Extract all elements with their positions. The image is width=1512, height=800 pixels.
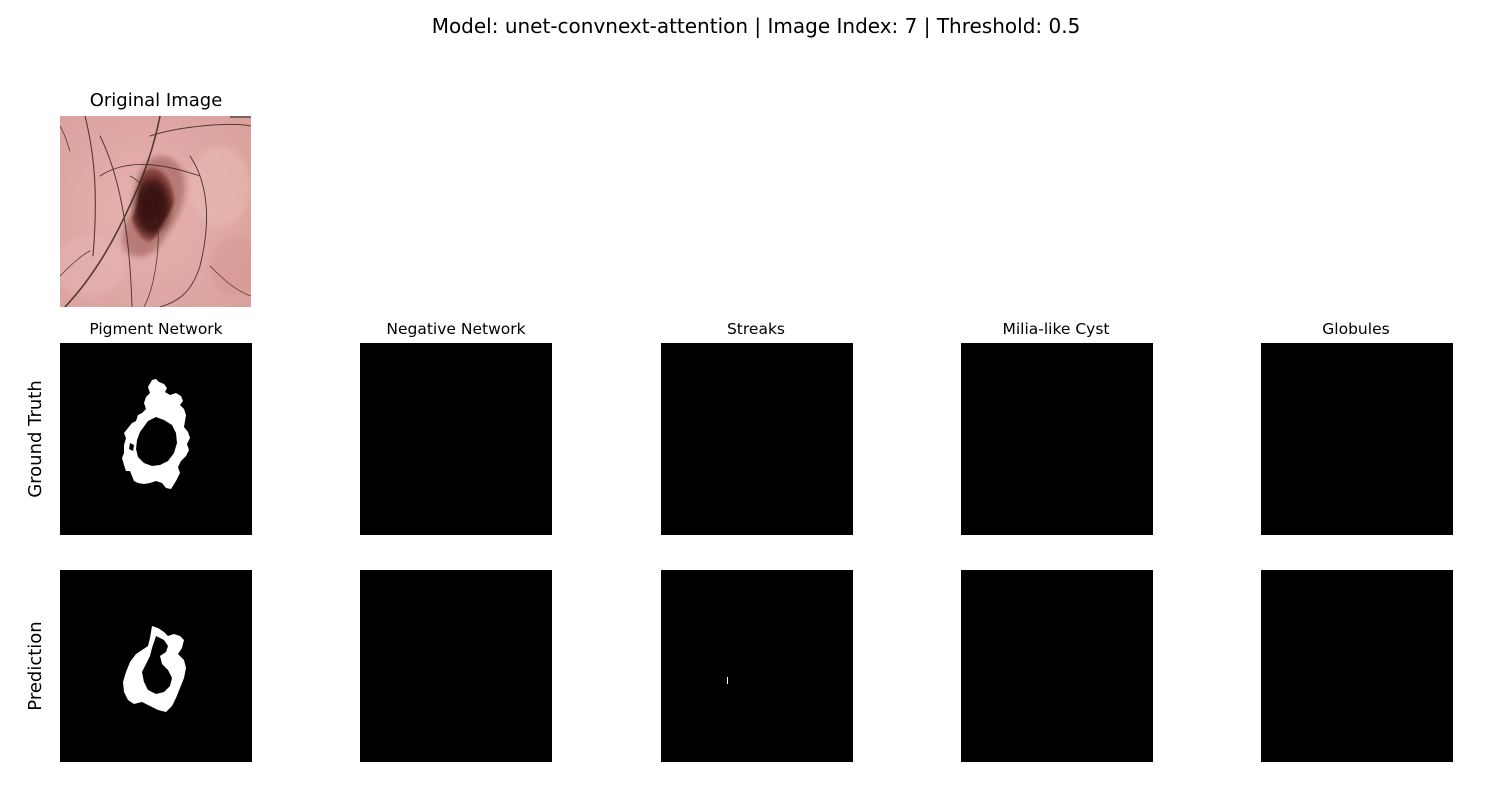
- column-title-pigment-network: Pigment Network: [89, 320, 223, 338]
- figure-title: Model: unet-convnext-attention | Image I…: [431, 14, 1081, 38]
- pred-mask-streaks: [661, 570, 853, 762]
- original-image-title: Original Image: [89, 90, 223, 111]
- column-title-negative-network: Negative Network: [386, 320, 526, 338]
- row-label-ground-truth: Ground Truth: [25, 380, 46, 498]
- column-title-streaks: Streaks: [726, 320, 786, 338]
- pred-mask-pigment-network: [60, 570, 252, 762]
- row-label-prediction: Prediction: [25, 621, 46, 711]
- pred-mask-milia-like-cyst: [961, 570, 1153, 762]
- gt-mask-milia-like-cyst: [961, 343, 1153, 535]
- column-title-globules: Globules: [1322, 320, 1390, 338]
- pred-mask-negative-network: [360, 570, 552, 762]
- column-title-milia-like-cyst: Milia-like Cyst: [1002, 320, 1110, 338]
- gt-mask-pigment-network: [60, 343, 252, 535]
- pred-mask-globules: [1261, 570, 1453, 762]
- gt-mask-negative-network: [360, 343, 552, 535]
- gt-mask-globules: [1261, 343, 1453, 535]
- original-image: [60, 116, 251, 307]
- gt-mask-streaks: [661, 343, 853, 535]
